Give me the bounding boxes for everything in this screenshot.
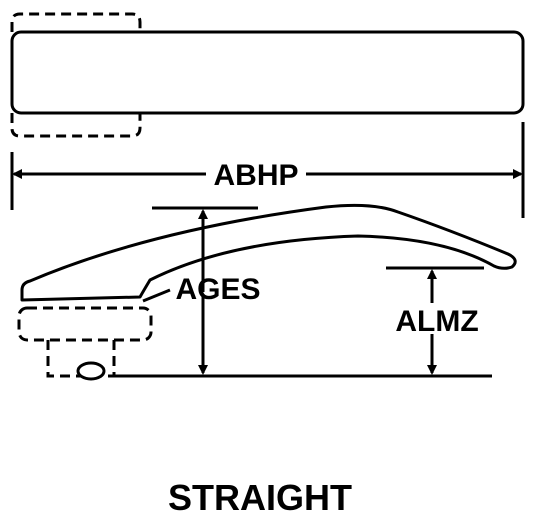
overall-length-dimension: ABHP — [10, 122, 525, 218]
height-leader-line — [142, 288, 171, 303]
label-overall-length: ABHP — [213, 159, 298, 192]
side-view-hidden-mount — [17, 306, 153, 342]
side-view — [17, 203, 517, 381]
label-height: AGES — [175, 273, 260, 306]
height-dimension: AGES — [142, 206, 261, 375]
label-end-height: ALMZ — [395, 305, 478, 338]
top-view — [10, 12, 525, 138]
top-view-hidden-base-upper — [10, 12, 142, 32]
top-view-hidden-base-lower — [10, 113, 142, 138]
side-view-handle-outline — [20, 203, 517, 302]
top-view-handle-body — [10, 30, 525, 115]
end-height-dimension: ALMZ — [386, 266, 484, 375]
caption: STRAIGHT — [168, 477, 352, 518]
side-view-screw-hole — [76, 361, 106, 381]
